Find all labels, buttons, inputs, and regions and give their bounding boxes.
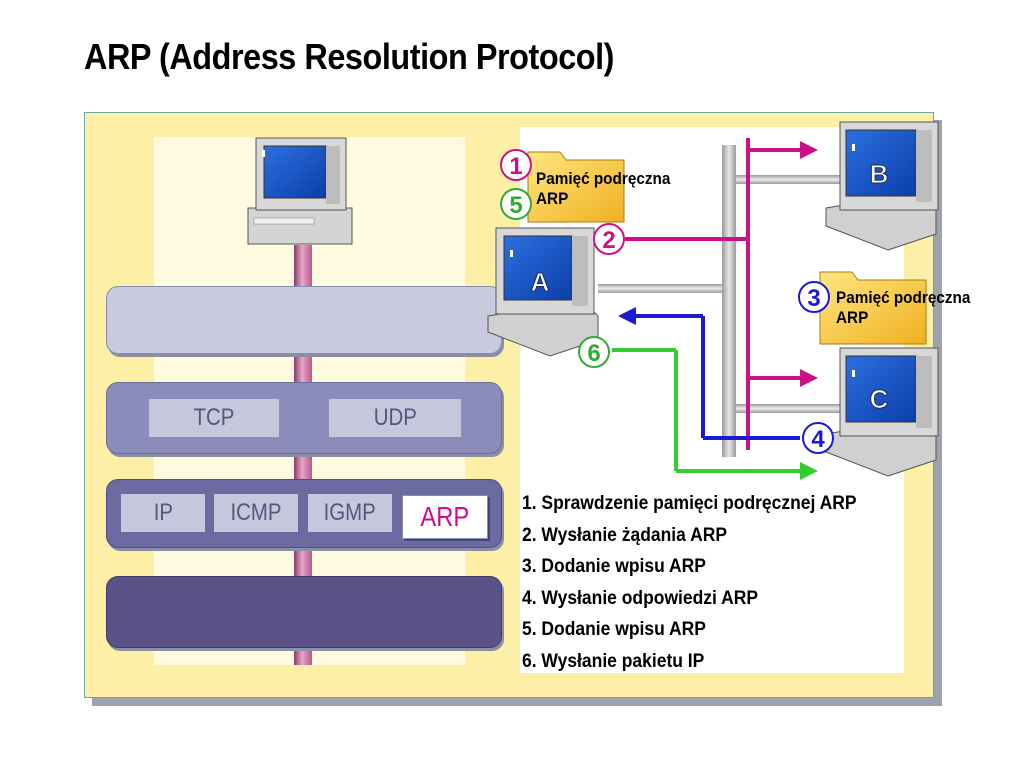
ip-packet-line: [612, 348, 804, 473]
protocol-udp: UDP: [329, 399, 461, 437]
cache-c-label: Pamięć podręczna ARP: [836, 288, 970, 328]
step-item: 3. Dodanie wpisu ARP: [522, 556, 706, 577]
protocol-ip: IP: [121, 494, 205, 532]
step-item: 4. Wysłanie odpowiedzi ARP: [522, 587, 759, 609]
arrow-to-b: [800, 141, 818, 159]
transport-layer: TCP UDP: [106, 382, 502, 454]
protocol-igmp: IGMP: [308, 494, 392, 532]
step-1-badge: 1: [500, 149, 532, 181]
svg-text:6: 6: [587, 340, 600, 367]
cache-a-label: Pamięć podręczna ARP: [536, 169, 670, 209]
protocol-tcp: TCP: [149, 399, 279, 437]
step-5-badge: 5: [500, 188, 532, 220]
host-c-label: C: [870, 384, 889, 414]
svg-text:2: 2: [602, 227, 615, 254]
network-bus: [598, 145, 844, 457]
step-item: 1. Sprawdzenie pamięci podręcznej ARP: [522, 493, 857, 514]
step-6-badge: 6: [578, 336, 610, 368]
cache-a-line2: ARP: [536, 189, 569, 208]
host-a-label: A: [531, 267, 550, 297]
page-title: ARP (Address Resolution Protocol): [84, 36, 615, 77]
step-item: 2. Wysłanie żądania ARP: [522, 524, 727, 546]
svg-text:1: 1: [509, 153, 522, 180]
cache-c-line2: ARP: [836, 308, 869, 327]
arrow-packet-to-c: [800, 462, 818, 480]
local-computer-icon: [247, 137, 353, 245]
protocol-icmp: ICMP: [214, 494, 298, 532]
arp-reply-line: [636, 314, 800, 440]
svg-text:5: 5: [509, 192, 522, 219]
computer-b-icon: [825, 121, 939, 251]
step-4-badge: 4: [802, 422, 834, 454]
arp-cache-folder-c-icon: [819, 271, 927, 345]
arrow-reply-to-a: [618, 307, 636, 325]
step-2-badge: 2: [593, 223, 625, 255]
step-item: 5. Dodanie wpisu ARP: [522, 619, 706, 640]
svg-text:4: 4: [811, 426, 825, 453]
svg-text:3: 3: [807, 285, 820, 312]
computer-c-icon: [825, 347, 939, 477]
step-item: 6. Wysłanie pakietu IP: [522, 650, 705, 672]
arrow-to-c: [800, 369, 818, 387]
cache-c-line1: Pamięć podręczna: [836, 288, 971, 307]
host-b-label: B: [870, 159, 889, 189]
arp-request-line: [625, 138, 806, 450]
cache-a-line1: Pamięć podręczna: [536, 169, 671, 188]
computer-a-icon: [487, 227, 599, 357]
arp-cache-folder-a-icon: [527, 151, 625, 223]
steps-list: 1. Sprawdzenie pamięci podręcznej ARP 2.…: [522, 488, 886, 677]
protocol-arp-highlight: ARP: [402, 495, 488, 539]
network-interface-layer: [106, 576, 502, 648]
step-3-badge: 3: [798, 281, 830, 313]
application-layer: [106, 286, 502, 354]
